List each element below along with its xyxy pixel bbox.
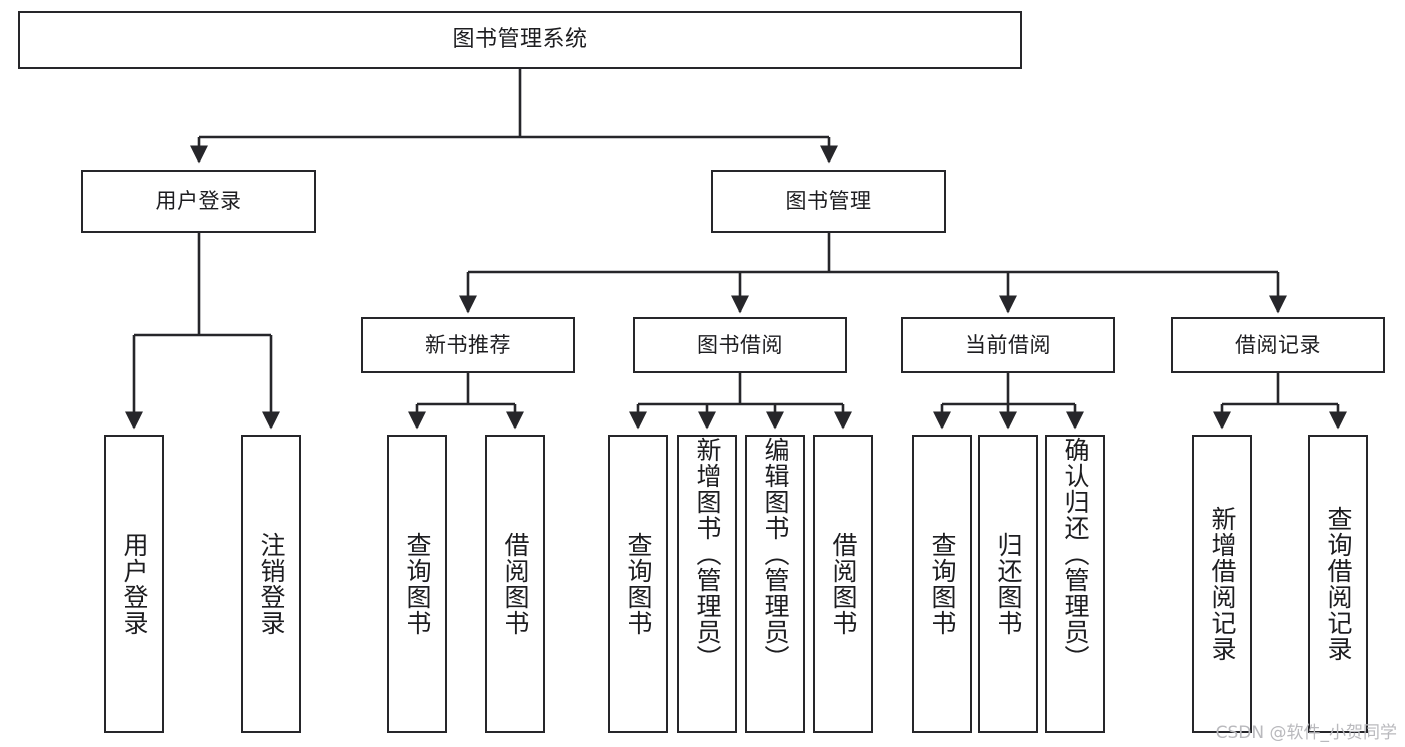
- node-leaf-query-book-1-label: 查询图书: [403, 532, 432, 636]
- node-leaf-borrow-book-1-label: 借阅图书: [501, 532, 530, 636]
- node-current-borrow[interactable]: 当前借阅: [901, 317, 1115, 373]
- node-leaf-query-record[interactable]: 查询借阅记录: [1308, 435, 1368, 733]
- node-book-manage-label: 图书管理: [785, 189, 872, 213]
- node-leaf-add-book-label: 新增图书（管理员）: [693, 437, 722, 671]
- node-book-manage[interactable]: 图书管理: [711, 170, 946, 233]
- node-leaf-add-record-label: 新增借阅记录: [1208, 506, 1237, 662]
- node-leaf-return-book-label: 归还图书: [994, 532, 1023, 636]
- node-leaf-query-record-label: 查询借阅记录: [1324, 506, 1353, 662]
- node-leaf-add-book[interactable]: 新增图书（管理员）: [677, 435, 737, 733]
- node-leaf-logout-login-label: 注销登录: [257, 532, 286, 636]
- node-leaf-add-record[interactable]: 新增借阅记录: [1192, 435, 1252, 733]
- node-current-borrow-label: 当前借阅: [965, 332, 1051, 357]
- node-leaf-logout-login[interactable]: 注销登录: [241, 435, 301, 733]
- node-root-label: 图书管理系统: [452, 27, 588, 52]
- node-user-login-label: 用户登录: [155, 189, 242, 213]
- node-new-book-recommend[interactable]: 新书推荐: [361, 317, 575, 373]
- node-leaf-query-book-2[interactable]: 查询图书: [608, 435, 668, 733]
- node-leaf-edit-book-label: 编辑图书（管理员）: [761, 437, 790, 671]
- node-leaf-edit-book[interactable]: 编辑图书（管理员）: [745, 435, 805, 733]
- node-book-borrow-label: 图书借阅: [697, 332, 783, 357]
- node-leaf-confirm-return-label: 确认归还（管理员）: [1061, 437, 1090, 671]
- node-borrow-record-label: 借阅记录: [1235, 332, 1321, 357]
- node-leaf-confirm-return[interactable]: 确认归还（管理员）: [1045, 435, 1105, 733]
- node-leaf-borrow-book-2-label: 借阅图书: [829, 532, 858, 636]
- node-user-login[interactable]: 用户登录: [81, 170, 316, 233]
- node-leaf-query-book-3[interactable]: 查询图书: [912, 435, 972, 733]
- node-leaf-query-book-1[interactable]: 查询图书: [387, 435, 447, 733]
- node-leaf-return-book[interactable]: 归还图书: [978, 435, 1038, 733]
- node-new-book-recommend-label: 新书推荐: [425, 332, 511, 357]
- node-leaf-user-login[interactable]: 用户登录: [104, 435, 164, 733]
- node-leaf-borrow-book-2[interactable]: 借阅图书: [813, 435, 873, 733]
- node-leaf-user-login-label: 用户登录: [120, 532, 149, 636]
- node-root[interactable]: 图书管理系统: [18, 11, 1022, 69]
- node-book-borrow[interactable]: 图书借阅: [633, 317, 847, 373]
- node-leaf-borrow-book-1[interactable]: 借阅图书: [485, 435, 545, 733]
- node-leaf-query-book-3-label: 查询图书: [928, 532, 957, 636]
- node-borrow-record[interactable]: 借阅记录: [1171, 317, 1385, 373]
- node-leaf-query-book-2-label: 查询图书: [624, 532, 653, 636]
